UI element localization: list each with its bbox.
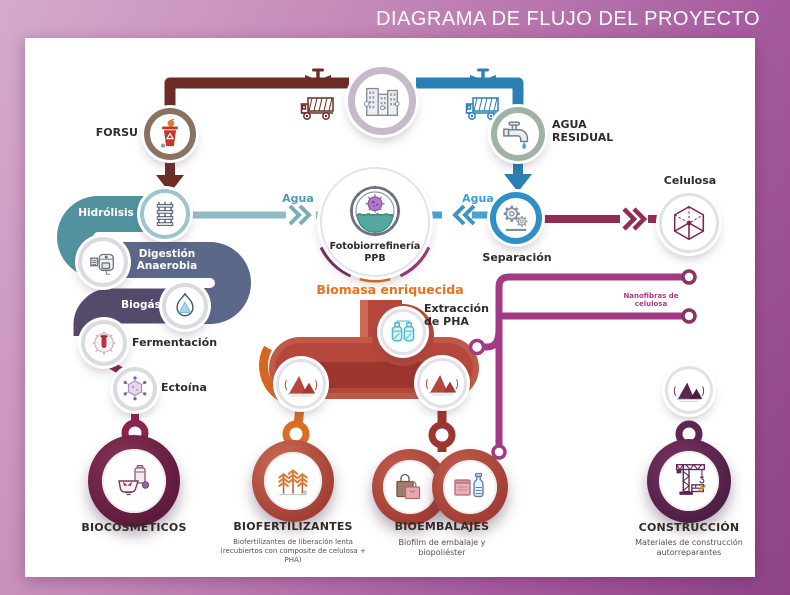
biomass-product-medallion	[417, 358, 467, 408]
agua-flow-right	[428, 204, 492, 226]
anaerobic-digester-icon	[90, 253, 114, 275]
cellulose-product-medallion	[665, 366, 713, 414]
fermenter-icon	[92, 331, 116, 355]
forsu-pipe	[156, 77, 349, 193]
ectoina-label: Ectoína	[161, 381, 207, 394]
bioembalajes-node-bottle	[432, 449, 508, 525]
digestion-node	[78, 237, 128, 287]
agua-left-label: Agua	[282, 192, 314, 205]
bioembalajes-caption: Biofilm de embalaje y biopoliéster	[398, 538, 486, 558]
biomass-product-medallion	[276, 359, 326, 409]
celulosa-flow	[542, 207, 660, 231]
porthole-microbe-icon	[349, 185, 401, 236]
celulosa-node	[659, 193, 719, 253]
city-buildings-icon	[363, 87, 400, 117]
shopping-bags-icon	[396, 473, 421, 500]
title-bar: DIAGRAMA DE FLUJO DEL PROYECTO	[0, 0, 790, 38]
bioembalajes-label: BIOEMBALAJES	[394, 520, 490, 533]
valve-icon	[303, 68, 333, 85]
forsu-node	[144, 108, 196, 160]
nanofibras-label: Nanofibras de celulosa	[623, 292, 679, 309]
hidrolisis-label: Hidrólisis	[78, 207, 134, 219]
cellulose-cube-icon	[673, 205, 705, 241]
ectoina-node	[113, 367, 157, 411]
biogas-label: Biogás	[121, 299, 161, 311]
biocosmeticos-label: BIOCOSMÉTICOS	[81, 521, 187, 534]
agua-residual-pipe	[416, 77, 532, 192]
gears-icon	[503, 205, 528, 231]
agua-right-label: Agua	[462, 192, 494, 205]
hydrolysis-press-icon	[156, 201, 174, 227]
fermentacion-label: Fermentación	[132, 336, 218, 349]
ppb-orbit-arcs	[319, 245, 431, 283]
flame-icon	[176, 292, 194, 317]
hidrolisis-node	[140, 189, 190, 239]
bottle-film-icon	[454, 472, 484, 498]
biocosmeticos-node	[88, 435, 180, 527]
digestion-label: Digestión Anaerobia	[136, 248, 198, 273]
cosmetics-icon	[118, 465, 150, 496]
fotobiorrefineria-node: Fotobiorrefinería PPB	[320, 167, 430, 277]
molecule-icon	[123, 376, 147, 401]
extraccion-pha-node	[380, 309, 426, 355]
mountains-icon	[284, 376, 318, 397]
forsu-label: FORSU	[95, 126, 138, 139]
mountains-icon	[673, 382, 705, 402]
construccion-node	[647, 439, 731, 523]
construccion-label: CONSTRUCCIÓN	[638, 521, 740, 534]
trash-bin-icon	[160, 118, 178, 148]
valve-icon	[468, 68, 498, 85]
truck-icon	[300, 97, 334, 120]
city-node	[348, 67, 416, 135]
separacion-node	[490, 192, 542, 244]
construccion-caption: Materiales de construcción autorreparant…	[635, 538, 743, 558]
extraccion-pha-label: Extracción de PHA	[424, 302, 489, 328]
nanofibras-lines	[468, 269, 697, 460]
biofertilizantes-caption: Biofertilizantes de liberación lenta (re…	[220, 538, 366, 565]
biogas-node	[162, 283, 208, 329]
separacion-label: Separación	[482, 251, 552, 264]
crane-icon	[675, 464, 706, 495]
biofertilizantes-node	[252, 440, 334, 522]
pha-canisters-icon	[391, 320, 415, 342]
biofertilizantes-label: BIOFERTILIZANTES	[233, 520, 353, 533]
biomasa-label: Biomasa enriquecida	[316, 282, 464, 297]
agua-residual-label: AGUA RESIDUAL	[552, 118, 614, 144]
mountains-icon	[425, 375, 459, 396]
agua-residual-node	[491, 107, 545, 161]
faucet-icon	[503, 121, 529, 150]
wheat-icon	[278, 469, 308, 496]
agua-flow-left	[190, 204, 322, 226]
fermentacion-node	[81, 320, 127, 366]
bioembalajes-connector	[428, 406, 456, 452]
celulosa-label: Celulosa	[663, 174, 717, 187]
truck-icon	[465, 97, 499, 120]
page-title: DIAGRAMA DE FLUJO DEL PROYECTO	[376, 8, 760, 30]
fotobiorrefineria-label: Fotobiorrefinería PPB	[329, 240, 421, 264]
